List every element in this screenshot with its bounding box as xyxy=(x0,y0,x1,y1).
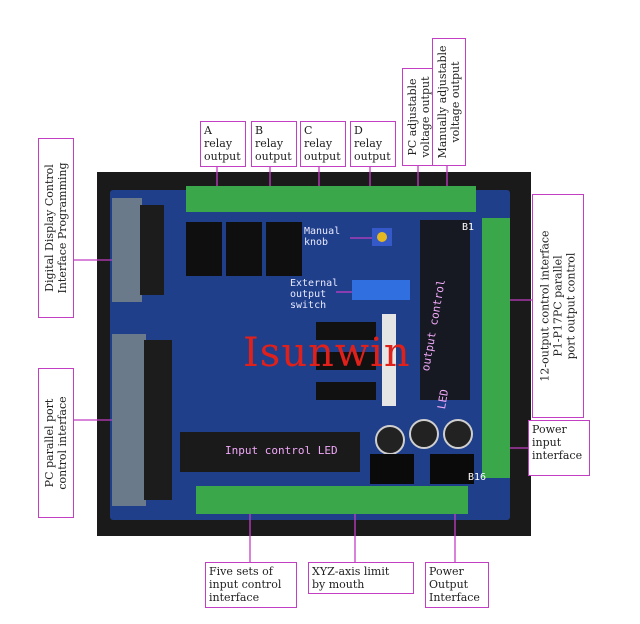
db25-connector xyxy=(112,334,146,506)
manual-knob-text: Manual knob xyxy=(304,226,341,248)
xyz-axis-limit-label: XYZ-axis limit by mouth xyxy=(308,562,414,594)
output-driver-array xyxy=(420,220,470,400)
manual-adjustable-voltage-text: Manually adjustable voltage output xyxy=(436,45,462,159)
ic-2 xyxy=(316,352,376,370)
pin-b1-text: B1 xyxy=(462,222,475,233)
relay-a xyxy=(186,222,222,276)
power-input-interface-label: Power input interface xyxy=(528,420,590,476)
pc-adjustable-voltage-label: PC adjustable voltage output xyxy=(402,68,436,166)
power-output-interface-label: Power Output Interface xyxy=(425,562,489,608)
pin-b16-text: B16 xyxy=(468,472,487,483)
capacitor-1 xyxy=(375,425,405,455)
five-sets-input-label: Five sets of input control interface xyxy=(205,562,297,608)
db9-connector xyxy=(112,198,142,302)
relay-c-output-label: C relay output xyxy=(300,121,346,167)
relay-d-output-label: D relay output xyxy=(350,121,396,167)
digital-display-interface-text: Digital Display Control Interface Progra… xyxy=(43,162,69,294)
relay-c xyxy=(266,222,302,276)
regulator-1 xyxy=(370,454,414,484)
pc-parallel-port-text: PC parallel port control interface xyxy=(43,396,69,490)
callout-lines xyxy=(74,166,532,562)
ic-3 xyxy=(316,382,376,400)
manual-adjustable-voltage-label: Manually adjustable voltage output xyxy=(432,38,466,166)
input-led-row xyxy=(180,432,360,472)
relay-b xyxy=(226,222,262,276)
capacitor-3 xyxy=(443,419,473,449)
dip-switch xyxy=(352,280,410,300)
input-control-led-text: Input control LED xyxy=(225,444,338,457)
top-terminal-block xyxy=(186,186,476,212)
regulator-2 xyxy=(430,454,474,484)
relay-a-output-label: A relay output xyxy=(200,121,246,167)
relay-b-output-label: B relay output xyxy=(251,121,297,167)
right-terminal-block xyxy=(482,218,510,478)
output-control-interface-label: 12-output control interface P1-P17PC par… xyxy=(532,194,584,418)
external-output-switch-text: External output switch xyxy=(290,278,339,311)
capacitor-2 xyxy=(409,419,439,449)
digital-display-interface-label: Digital Display Control Interface Progra… xyxy=(38,138,74,318)
ic-1 xyxy=(316,322,376,340)
pin-header xyxy=(382,314,396,406)
output-control-interface-text: 12-output control interface P1-P17PC par… xyxy=(538,230,578,382)
brand-watermark: Isunwin xyxy=(243,330,411,376)
led-text: LED xyxy=(435,388,452,411)
pc-parallel-port-label: PC parallel port control interface xyxy=(38,368,74,518)
pc-adjustable-voltage-text: PC adjustable voltage output xyxy=(406,76,432,158)
bottom-terminal-block xyxy=(196,486,468,514)
